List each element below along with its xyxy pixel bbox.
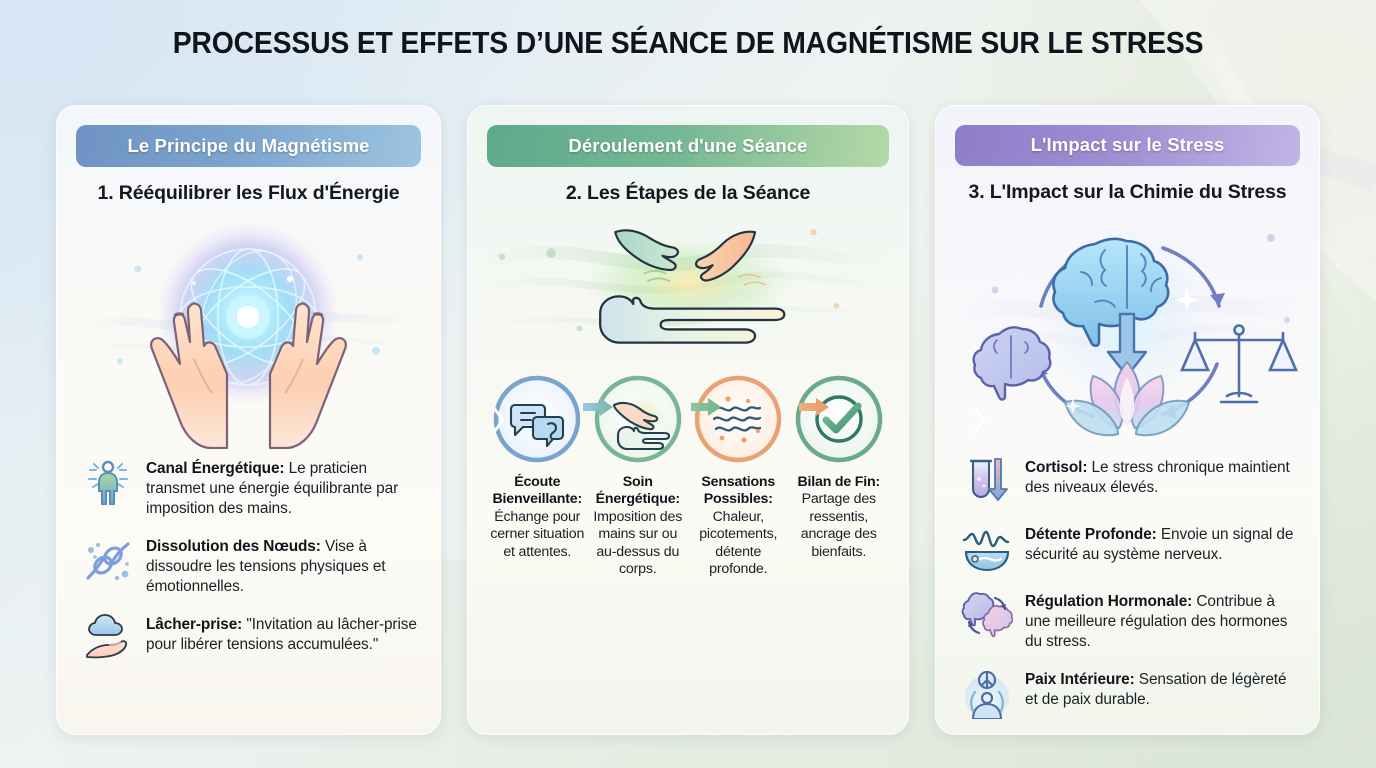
bullet-item: Régulation Hormonale: Contribue à une me… <box>961 592 1296 652</box>
radiant-person-icon <box>82 456 134 508</box>
column-card-impact: L'Impact sur le Stress 3. L'Impact sur l… <box>935 105 1320 735</box>
bullet-list-impact: Cortisol: Le stress chronique maintient … <box>953 458 1302 719</box>
bullet-item: Dissolution des Nœuds: Vise à dissoudre … <box>82 537 417 597</box>
column-card-principe: Le Principe du Magnétisme 1. Rééquilibre… <box>56 105 441 735</box>
hand-over-body-icon <box>592 373 684 465</box>
steps-flow: Écoute Bienveillante: Échange pour cerne… <box>485 361 891 579</box>
flow-arrow-icon <box>799 397 829 417</box>
bullet-text: Dissolution des Nœuds: Vise à dissoudre … <box>146 538 386 596</box>
bullet-text: Paix Intérieure: Sensation de légèreté e… <box>1025 671 1287 709</box>
check-circle-icon <box>793 373 885 465</box>
bullet-item: Paix Intérieure: Sensation de légèreté e… <box>961 670 1296 719</box>
sensation-waves-icon <box>692 373 784 465</box>
calm-wave-person-icon <box>961 522 1013 574</box>
flow-arrow-icon <box>691 397 721 417</box>
knot-untying-icon <box>82 534 134 586</box>
bullet-item: Lâcher-prise: "Invitation au lâcher-pris… <box>82 612 417 664</box>
bullet-text: Cortisol: Le stress chronique maintient … <box>1025 458 1290 496</box>
bullet-item: Cortisol: Le stress chronique maintient … <box>961 458 1296 507</box>
hands-over-lying-body-illustration <box>485 211 891 361</box>
column-subtitle-impact: 3. L'Impact sur la Chimie du Stress <box>968 180 1287 203</box>
columns-container: Le Principe du Magnétisme 1. Rééquilibre… <box>56 105 1320 735</box>
step-item: Soin Énergétique: Imposition des mains s… <box>588 373 689 579</box>
step-label: Soin Énergétique: Imposition des mains s… <box>593 474 683 578</box>
brain-scales-lotus-cycle-illustration <box>953 210 1302 448</box>
flow-arrow-icon <box>583 397 613 417</box>
step-label: Bilan de Fin: Partage des ressentis, anc… <box>797 474 881 560</box>
bullet-text: Lâcher-prise: "Invitation au lâcher-pris… <box>146 616 417 654</box>
bullet-text: Canal Énergétique: Le praticien transmet… <box>146 460 399 518</box>
bullet-item: Canal Énergétique: Le praticien transmet… <box>82 459 417 519</box>
step-item: Sensations Possibles: Chaleur, picotemen… <box>688 373 789 579</box>
test-tube-down-arrow-icon <box>961 455 1013 507</box>
column-banner-impact: L'Impact sur le Stress <box>955 125 1300 166</box>
bullet-text: Régulation Hormonale: Contribue à une me… <box>1025 592 1288 650</box>
speech-bubbles-ear-icon <box>491 373 583 465</box>
cloud-in-hand-icon <box>82 612 134 664</box>
bullet-list-principe: Canal Énergétique: Le praticien transmet… <box>74 459 423 664</box>
peace-figure-icon <box>961 667 1013 719</box>
column-subtitle-principe: 1. Rééquilibrer les Flux d'Énergie <box>97 182 400 204</box>
column-banner-deroulement: Déroulement d'une Séance <box>487 125 889 167</box>
brain-balance-cycle-icon <box>961 589 1013 641</box>
column-banner-principe: Le Principe du Magnétisme <box>76 125 421 167</box>
step-label: Sensations Possibles: Chaleur, picotemen… <box>699 474 778 578</box>
page-title: PROCESSUS ET EFFETS D’UNE SÉANCE DE MAGN… <box>172 26 1204 60</box>
hands-energy-orb-illustration <box>74 211 423 449</box>
step-label: Écoute Bienveillante: Échange pour cerne… <box>490 474 585 560</box>
column-card-deroulement: Déroulement d'une Séance 2. Les Étapes d… <box>467 105 909 735</box>
column-subtitle-deroulement: 2. Les Étapes de la Séance <box>565 182 811 204</box>
bullet-item: Détente Profonde: Envoie un signal de sé… <box>961 525 1296 574</box>
bullet-text: Détente Profonde: Envoie un signal de sé… <box>1025 525 1294 563</box>
step-item: Écoute Bienveillante: Échange pour cerne… <box>487 373 588 561</box>
step-item: Bilan de Fin: Partage des ressentis, anc… <box>789 373 890 561</box>
